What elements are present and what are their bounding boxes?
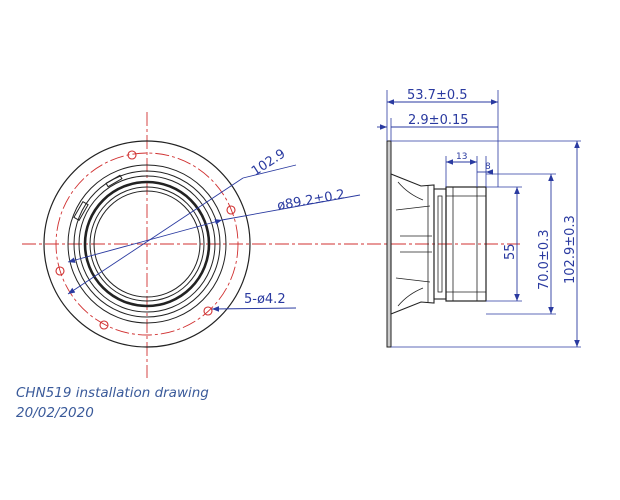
drawing-title: CHN519 installation drawing [16, 385, 209, 401]
side-extension-lines [386, 90, 581, 348]
front-dim-outer-diameter: 102.9 [249, 147, 288, 180]
side-dimension-lines [377, 99, 580, 347]
drawing-date: 20/02/2020 [16, 405, 94, 421]
bolt-circle [55, 152, 239, 336]
side-dim-depth: 53.7±0.5 [407, 88, 468, 103]
side-dim-magnet-offset: 13 [456, 152, 467, 162]
side-view: 53.7±0.5 2.9±0.15 13 8 55 70.0±0.3 102.9… [377, 88, 581, 348]
front-centerlines [22, 112, 392, 378]
side-dim-basket-diameter: 70.0±0.3 [537, 229, 552, 290]
front-dim-cutout-diameter: ø89.2±0.2 [276, 187, 346, 214]
flange-outline [43, 140, 251, 348]
front-view: 102.9 ø89.2±0.2 5-ø4.2 [22, 112, 392, 378]
side-magnet-cup [445, 186, 487, 302]
side-dim-magnet-step: 8 [485, 162, 491, 172]
side-dim-overall-height: 102.9±0.3 [563, 215, 578, 284]
front-dim-holes: 5-ø4.2 [244, 292, 286, 307]
terminal-tabs [73, 174, 123, 221]
mounting-holes [55, 150, 236, 330]
side-flange [386, 140, 392, 348]
side-dim-magnet-diameter: 55 [503, 243, 518, 260]
side-dim-flange: 2.9±0.15 [408, 113, 469, 128]
front-dimension-leaders [67, 164, 361, 312]
side-basket [390, 173, 435, 315]
